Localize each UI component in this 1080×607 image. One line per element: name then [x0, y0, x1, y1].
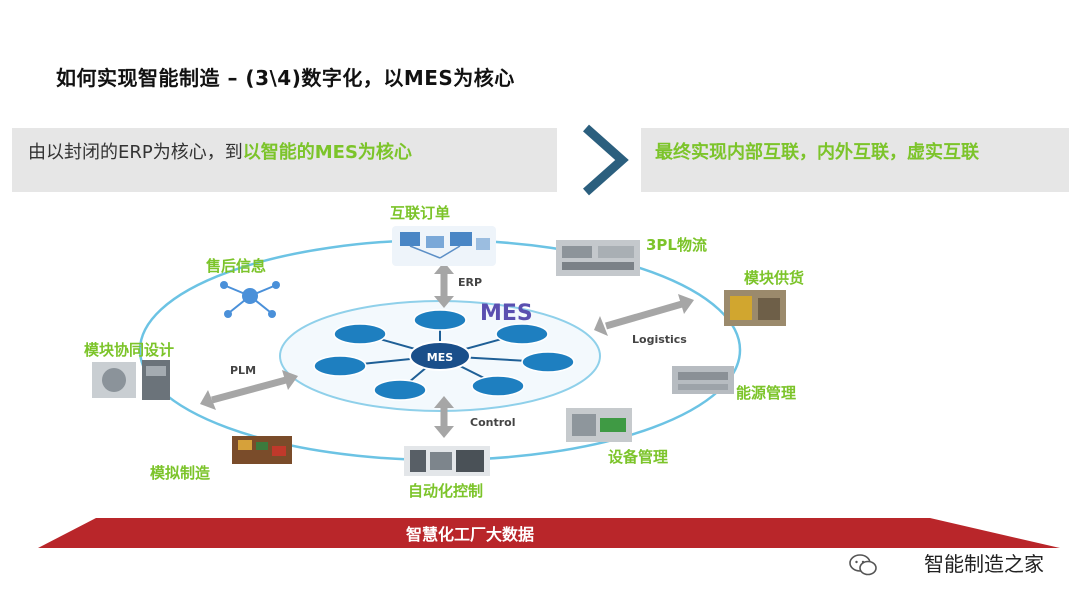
node-equipment: 设备管理	[608, 448, 668, 466]
wechat-icon	[849, 554, 877, 576]
erp-label: ERP	[458, 276, 482, 289]
node-control: 自动化控制	[408, 482, 483, 500]
plm-label: PLM	[230, 364, 256, 377]
supply-image	[724, 290, 786, 326]
equipment-image	[566, 408, 632, 442]
banner-right: 最终实现内部互联，内外互联，虚实互联	[641, 128, 1069, 192]
control-image	[404, 446, 490, 476]
node-simulation: 模拟制造	[150, 464, 210, 482]
erp-arrow	[434, 262, 454, 308]
banner-left: 由以封闭的ERP为核心，到以智能的MES为核心	[12, 128, 557, 192]
watermark-text: 智能制造之家	[924, 552, 1044, 576]
banner-left-highlight: 以智能的MES为核心	[242, 142, 412, 163]
node-design: 模块协同设计	[84, 341, 174, 359]
energy-image	[672, 366, 734, 394]
chevron-right-icon	[583, 124, 629, 196]
hub-petal	[521, 351, 575, 373]
hub-petal	[413, 309, 467, 331]
hub-center	[409, 341, 471, 371]
page-title: 如何实现智能制造 – (3\4)数字化，以MES为核心	[56, 66, 515, 90]
mes-title: MES	[480, 301, 533, 326]
design-image	[92, 360, 170, 400]
hub-petal	[495, 323, 549, 345]
footer-band	[38, 518, 1060, 548]
control-arrow	[434, 396, 454, 438]
banner-right-text: 最终实现内部互联，内外互联，虚实互联	[655, 142, 979, 163]
footer-label: 智慧化工厂大数据	[406, 525, 534, 544]
hub-petal	[333, 323, 387, 345]
hub-petal	[373, 379, 427, 401]
hub-center-label: MES	[427, 351, 453, 364]
logistics-label: Logistics	[632, 333, 687, 346]
banner-left-text: 由以封闭的ERP为核心，到	[28, 142, 243, 163]
hub-petal	[313, 355, 367, 377]
logistics-arrow	[594, 294, 694, 336]
node-orders: 互联订单	[390, 204, 450, 222]
mes-hub: MES	[313, 309, 575, 401]
hub-petal	[471, 375, 525, 397]
sim-image	[232, 436, 292, 464]
node-3pl-logistics: 3PL物流	[646, 236, 707, 254]
logistics-image	[556, 240, 640, 276]
aftersales-image	[220, 281, 280, 318]
node-supply: 模块供货	[744, 269, 804, 287]
node-aftersales: 售后信息	[206, 257, 266, 275]
orders-image	[392, 226, 496, 266]
plm-arrow	[200, 370, 298, 410]
node-energy: 能源管理	[736, 384, 796, 402]
control-label: Control	[470, 416, 515, 429]
